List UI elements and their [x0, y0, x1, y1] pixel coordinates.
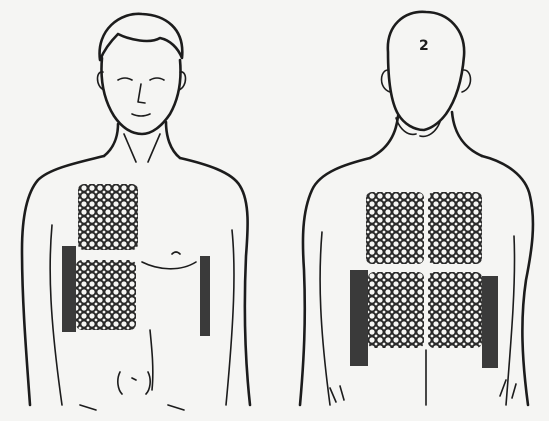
front-eye-right — [150, 78, 164, 80]
front-pectoral — [142, 262, 196, 269]
back-pad-upper-right — [428, 192, 482, 264]
front-face — [102, 58, 181, 134]
front-nipple — [172, 252, 180, 254]
front-neck — [104, 122, 180, 158]
front-navel — [118, 372, 150, 394]
front-pad-lower-chest — [76, 260, 136, 330]
back-neck — [370, 112, 482, 158]
back-side-strip-right — [482, 276, 498, 368]
front-arm-right-inner — [226, 230, 234, 405]
back-side-strip-left — [350, 270, 368, 366]
back-head-label: 2 — [419, 38, 429, 54]
back-pad-lower-left — [368, 272, 424, 348]
front-pad-upper-chest — [78, 184, 138, 250]
back-hand-left — [330, 386, 344, 402]
front-side-strip-right — [200, 256, 210, 336]
back-pad-lower-right — [428, 272, 482, 348]
back-pad-upper-left — [366, 192, 424, 264]
front-arm-left-inner — [50, 225, 62, 405]
front-hair — [100, 14, 183, 60]
front-waist — [80, 405, 184, 410]
back-arm-left-inner — [320, 232, 330, 405]
front-eye-left — [118, 78, 132, 80]
front-side-strip-left — [62, 246, 76, 332]
front-torso-right — [180, 158, 250, 405]
front-mouth — [132, 114, 150, 116]
front-nose — [138, 84, 145, 103]
front-neck-muscle — [124, 134, 160, 162]
back-arm-right-inner — [506, 236, 515, 405]
back-ear-right — [462, 70, 471, 92]
front-figure — [22, 14, 250, 410]
back-figure: 2 — [300, 12, 533, 405]
